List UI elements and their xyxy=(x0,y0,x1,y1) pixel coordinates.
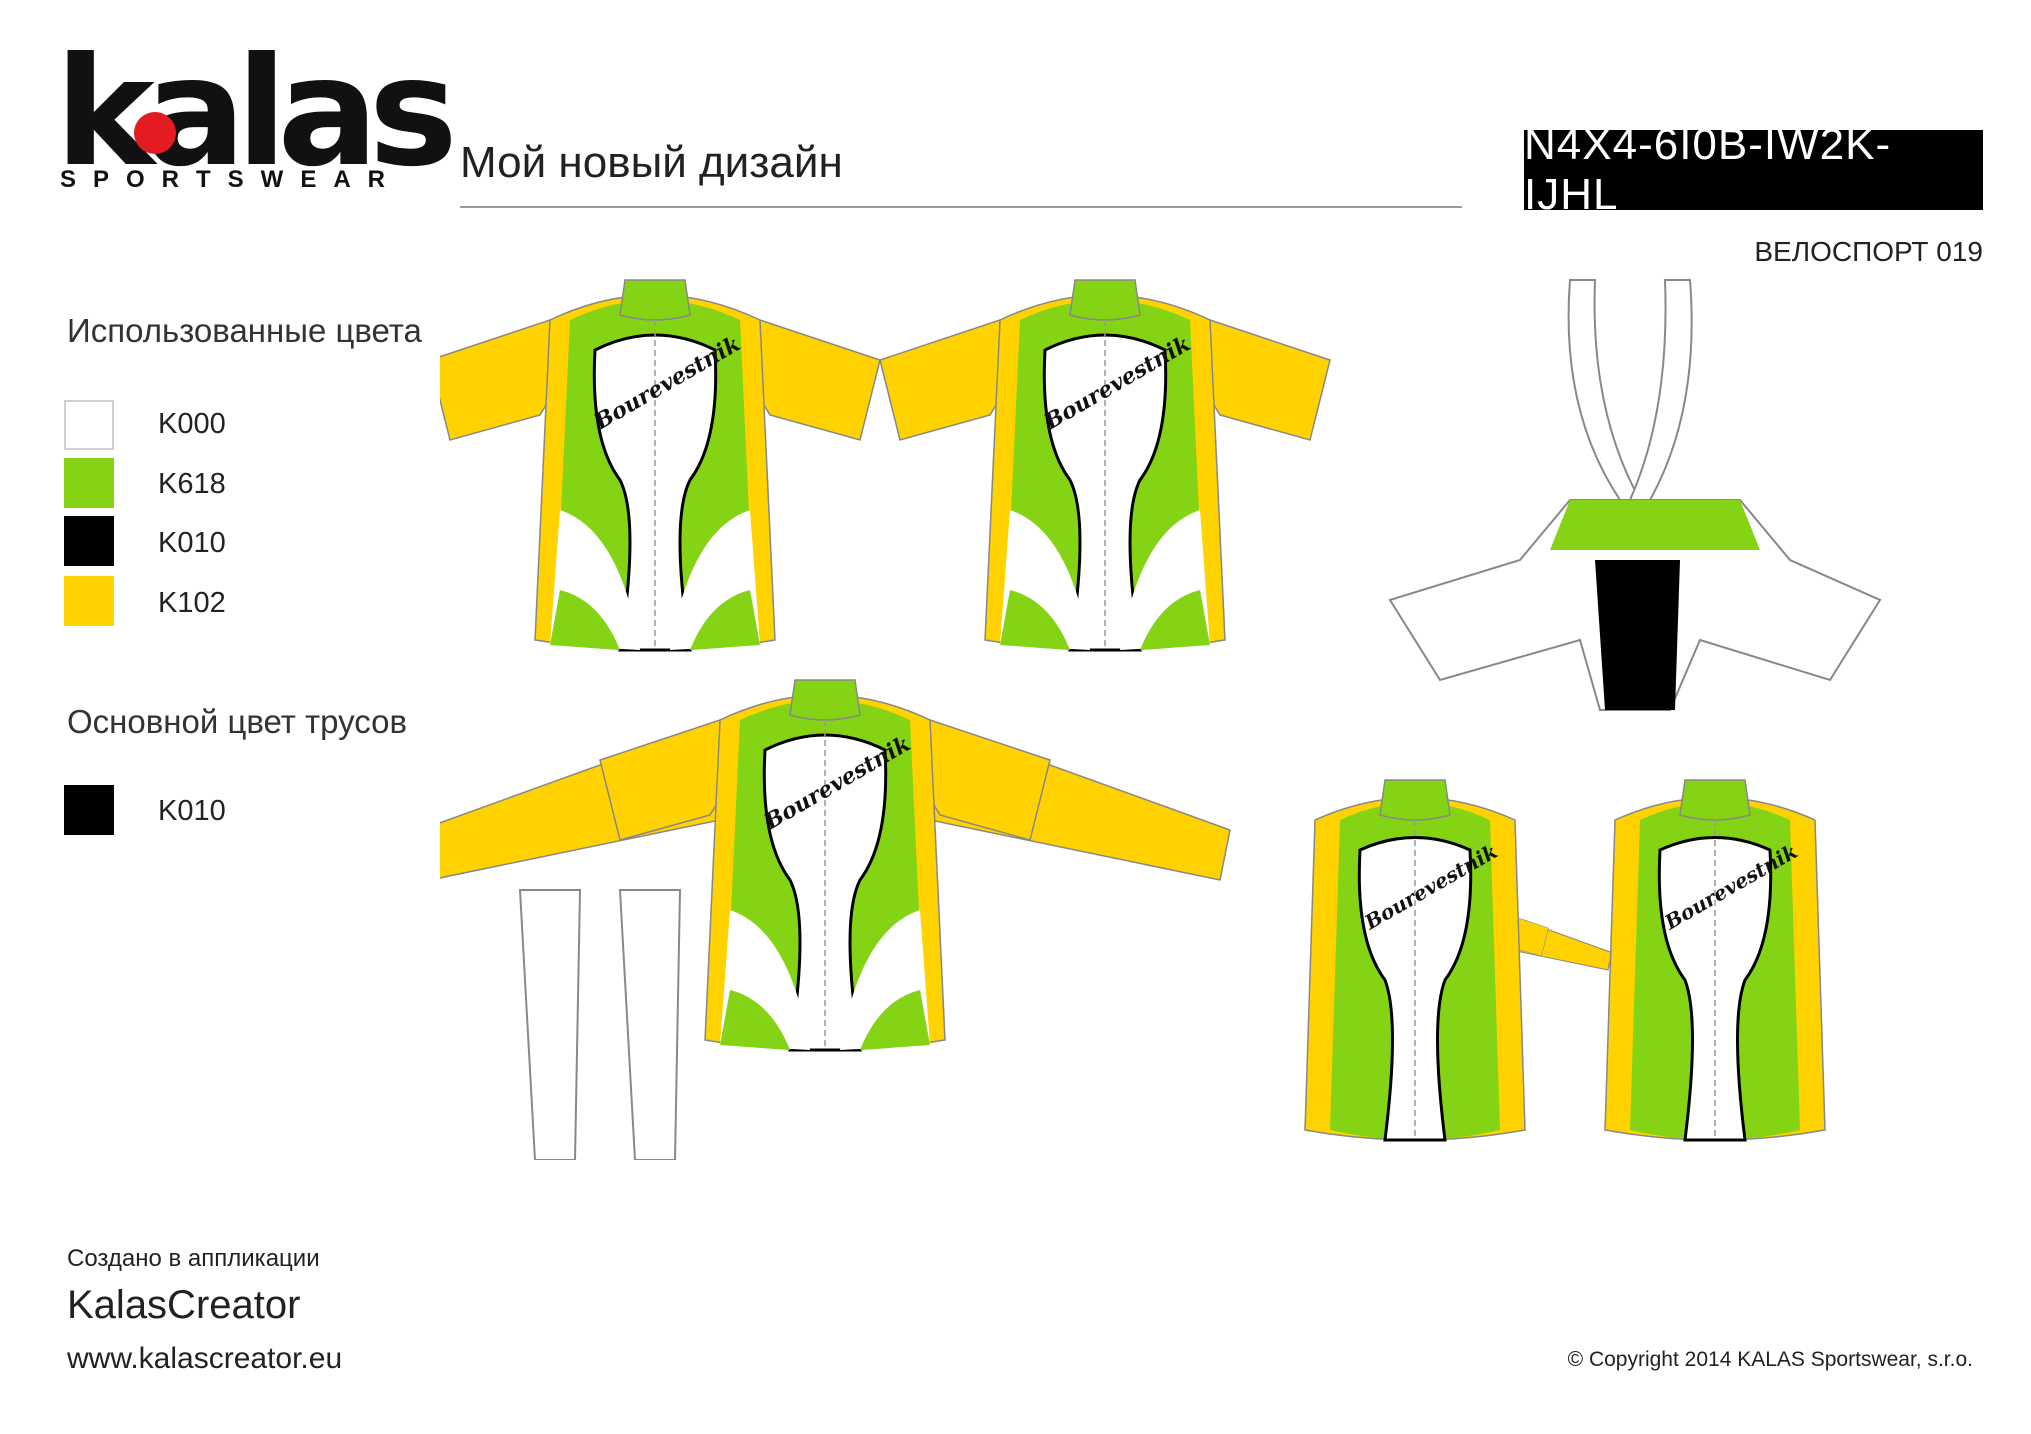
shorts-color-swatch xyxy=(64,785,114,835)
color-code-k102: K102 xyxy=(158,587,226,619)
logo-red-dot xyxy=(134,112,176,154)
created-in-label: Создано в аппликации xyxy=(67,1245,320,1272)
arm-warmers-icon xyxy=(518,889,682,1160)
vest-back-icon xyxy=(1603,778,1827,1142)
color-code-k000: K000 xyxy=(158,408,226,440)
design-category: ВЕЛОСПОРТ 019 xyxy=(1754,236,1983,267)
color-code-k010: K010 xyxy=(158,527,226,559)
color-swatch-k618 xyxy=(64,458,114,508)
design-code: N4X4-6I0B-IW2K-IJHL xyxy=(1524,120,1892,219)
shorts-color-heading: Основной цвет трусов xyxy=(67,703,408,740)
short-sleeve-jersey-back-icon xyxy=(878,278,1332,652)
long-sleeve-jersey-icon xyxy=(440,678,1231,1052)
design-title: Мой новый дизайн xyxy=(460,138,843,187)
color-swatch-k102 xyxy=(64,576,114,626)
garment-illustrations: Bourevestnik Bourevestnik xyxy=(440,278,1882,1160)
used-colors-heading: Использованные цвета xyxy=(67,312,422,349)
color-swatch-k010 xyxy=(64,516,114,566)
app-url[interactable]: www.kalascreator.eu xyxy=(67,1342,343,1375)
vest-front-icon xyxy=(1303,778,1527,1142)
shorts-color-code: K010 xyxy=(158,795,226,827)
logo-subtitle: SPORTSWEAR xyxy=(60,166,403,193)
color-swatch-k000 xyxy=(64,400,114,450)
design-code-badge: N4X4-6I0B-IW2K-IJHL xyxy=(1524,120,1983,219)
app-name: KalasCreator xyxy=(67,1283,301,1327)
title-divider xyxy=(460,206,1462,208)
bib-shorts-icon xyxy=(1388,279,1882,711)
copyright-notice: © Copyright 2014 KALAS Sportswear, s.r.o… xyxy=(1567,1348,1973,1371)
short-sleeve-jersey-front-icon xyxy=(440,278,882,652)
logo-wordmark: kalas xyxy=(55,26,458,200)
color-code-k618: K618 xyxy=(158,468,226,500)
